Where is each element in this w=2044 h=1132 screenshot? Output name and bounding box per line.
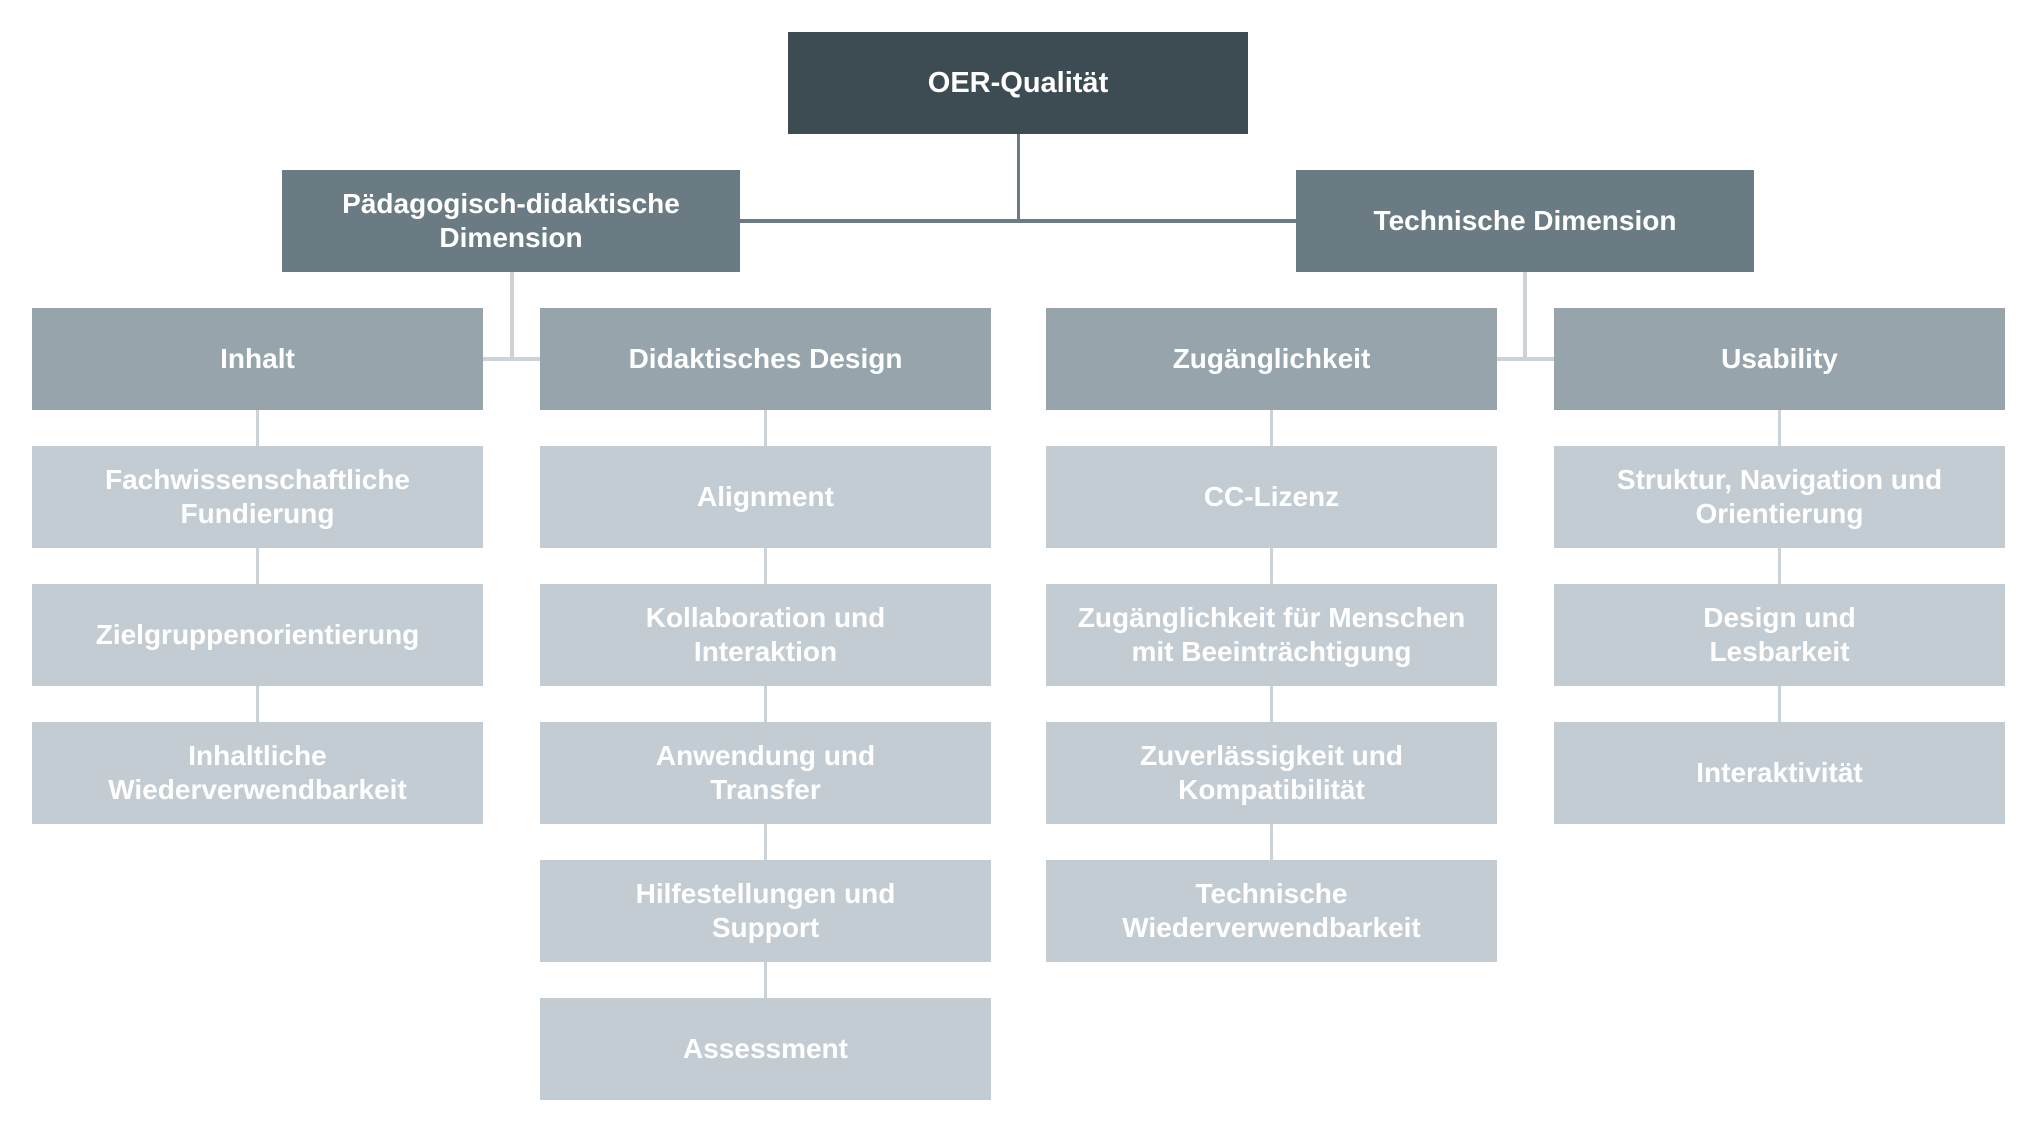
connector-col4-seg2: [1778, 548, 1781, 584]
connector-col2-seg2: [764, 548, 767, 584]
node-hilfestellungen-und-support-label: Hilfestellungen und Support: [635, 878, 896, 943]
node-inhalt-label: Inhalt: [220, 343, 295, 374]
connector-inhalt-didaktisches-bus: [483, 357, 540, 361]
connector-tech-dimension-vertical: [1523, 272, 1527, 361]
node-design-und-lesbarkeit: Design und Lesbarkeit: [1554, 584, 2005, 686]
node-oer-qualitaet: OER-Qualität: [788, 32, 1248, 134]
node-paedagogisch-didaktische-dimension-label: Pädagogisch-didaktische Dimension: [342, 188, 680, 253]
connector-col2-seg5: [764, 962, 767, 998]
node-design-und-lesbarkeit-label: Design und Lesbarkeit: [1703, 602, 1856, 667]
node-zugaenglichkeit-fuer-menschen-label: Zugänglichkeit für Menschen mit Beeinträ…: [1077, 602, 1466, 667]
node-hilfestellungen-und-support: Hilfestellungen und Support: [540, 860, 991, 962]
node-assessment-label: Assessment: [683, 1033, 848, 1064]
node-paedagogisch-didaktische-dimension: Pädagogisch-didaktische Dimension: [282, 170, 740, 272]
node-interaktivitaet: Interaktivität: [1554, 722, 2005, 824]
node-inhaltliche-wiederverwendbarkeit: Inhaltliche Wiederverwendbarkeit: [32, 722, 483, 824]
node-inhaltliche-wiederverwendbarkeit-label: Inhaltliche Wiederverwendbarkeit: [108, 740, 407, 805]
connector-col2-seg4: [764, 824, 767, 860]
node-oer-qualitaet-label: OER-Qualität: [927, 67, 1109, 99]
node-alignment: Alignment: [540, 446, 991, 548]
connector-oer-vertical: [1017, 134, 1020, 223]
node-cc-lizenz-label: CC-Lizenz: [1203, 481, 1340, 512]
node-alignment-label: Alignment: [697, 481, 834, 512]
node-fachwissenschaftliche-fundierung-label: Fachwissenschaftliche Fundierung: [104, 464, 410, 529]
node-zugaenglichkeit-label: Zugänglichkeit: [1172, 343, 1371, 374]
node-anwendung-und-transfer: Anwendung und Transfer: [540, 722, 991, 824]
node-interaktivitaet-label: Interaktivität: [1696, 757, 1863, 788]
node-usability-label: Usability: [1721, 343, 1838, 374]
connector-col2-seg1: [764, 410, 767, 446]
connector-col1-seg1: [256, 410, 259, 446]
node-didaktisches-design-label: Didaktisches Design: [628, 343, 903, 374]
node-assessment: Assessment: [540, 998, 991, 1100]
node-didaktisches-design: Didaktisches Design: [540, 308, 991, 410]
node-cc-lizenz: CC-Lizenz: [1046, 446, 1497, 548]
connector-col3-seg1: [1270, 410, 1273, 446]
node-anwendung-und-transfer-label: Anwendung und Transfer: [655, 740, 876, 805]
connector-col3-seg3: [1270, 686, 1273, 722]
connector-col1-seg3: [256, 686, 259, 722]
node-technische-dimension-label: Technische Dimension: [1373, 205, 1677, 236]
node-zuverlaessigkeit-und-kompatibilitaet-label: Zuverlässigkeit und Kompatibilität: [1140, 740, 1403, 805]
connector-paed-dimension-vertical: [510, 272, 514, 361]
connector-col3-seg4: [1270, 824, 1273, 860]
node-usability: Usability: [1554, 308, 2005, 410]
node-zugaenglichkeit: Zugänglichkeit: [1046, 308, 1497, 410]
node-zielgruppenorientierung-label: Zielgruppenorientierung: [95, 619, 420, 650]
node-struktur-navigation-orientierung: Struktur, Navigation und Orientierung: [1554, 446, 2005, 548]
connector-col4-seg3: [1778, 686, 1781, 722]
node-zielgruppenorientierung: Zielgruppenorientierung: [32, 584, 483, 686]
node-inhalt: Inhalt: [32, 308, 483, 410]
node-zuverlaessigkeit-und-kompatibilitaet: Zuverlässigkeit und Kompatibilität: [1046, 722, 1497, 824]
node-kollaboration-und-interaktion-label: Kollaboration und Interaktion: [645, 602, 886, 667]
connector-col3-seg2: [1270, 548, 1273, 584]
connector-col1-seg2: [256, 548, 259, 584]
node-fachwissenschaftliche-fundierung: Fachwissenschaftliche Fundierung: [32, 446, 483, 548]
connector-zugaenglichkeit-usability-bus: [1497, 357, 1554, 361]
node-struktur-navigation-orientierung-label: Struktur, Navigation und Orientierung: [1616, 464, 1943, 529]
node-kollaboration-und-interaktion: Kollaboration und Interaktion: [540, 584, 991, 686]
node-zugaenglichkeit-fuer-menschen: Zugänglichkeit für Menschen mit Beeinträ…: [1046, 584, 1497, 686]
connector-col4-seg1: [1778, 410, 1781, 446]
node-technische-dimension: Technische Dimension: [1296, 170, 1754, 272]
node-technische-wiederverwendbarkeit-label: Technische Wiederverwendbarkeit: [1122, 878, 1421, 943]
connector-col2-seg3: [764, 686, 767, 722]
connector-dimensions-bus: [740, 219, 1296, 223]
node-technische-wiederverwendbarkeit: Technische Wiederverwendbarkeit: [1046, 860, 1497, 962]
